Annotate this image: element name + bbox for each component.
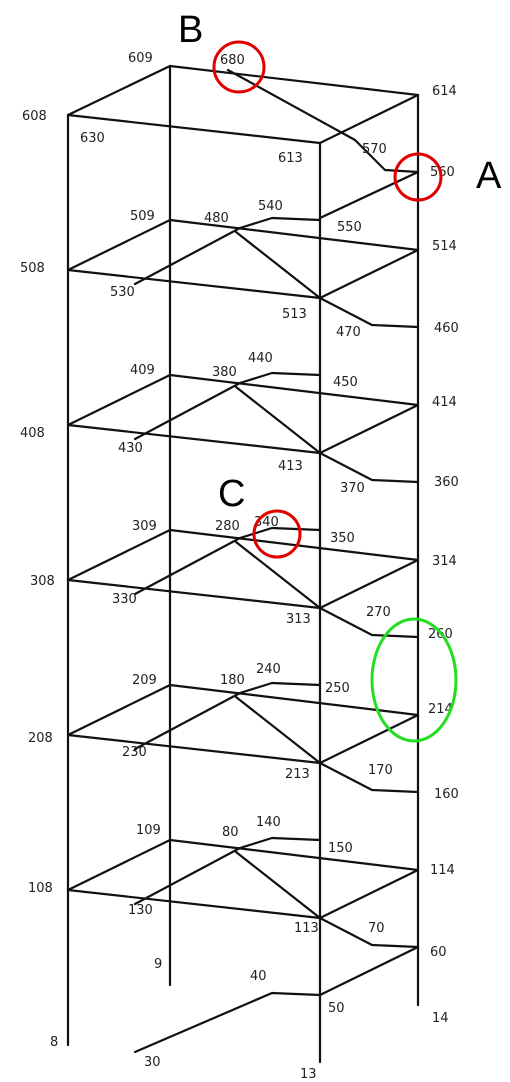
node-label: 609 xyxy=(128,51,153,66)
node-label: 113 xyxy=(294,921,319,936)
node-label: 360 xyxy=(434,475,459,490)
node-label: 14 xyxy=(432,1011,449,1026)
node-label: 613 xyxy=(278,151,303,166)
callout-markers xyxy=(212,40,458,743)
node-label: 8 xyxy=(50,1035,58,1050)
node-label: 514 xyxy=(432,239,457,254)
node-label: 40 xyxy=(250,969,267,984)
node-label: 680 xyxy=(220,53,245,68)
roof-inclined-member xyxy=(226,68,420,174)
structure-members xyxy=(66,64,420,1064)
node-label: 140 xyxy=(256,815,281,830)
node-label: 30 xyxy=(144,1055,161,1070)
level-4-cross xyxy=(133,371,322,441)
node-label: 314 xyxy=(432,554,457,569)
node-label: 13 xyxy=(300,1067,317,1082)
node-label: 280 xyxy=(215,519,240,534)
level-4-inclined xyxy=(234,385,420,484)
node-label: 540 xyxy=(258,199,283,214)
node-label: 230 xyxy=(122,745,147,760)
node-label: 250 xyxy=(325,681,350,696)
node-label: 413 xyxy=(278,459,303,474)
node-label: 70 xyxy=(368,921,385,936)
node-label: 213 xyxy=(285,767,310,782)
node-label: 114 xyxy=(430,863,455,878)
node-label: 330 xyxy=(112,592,137,607)
node-label: 608 xyxy=(22,109,47,124)
node-label: 509 xyxy=(130,209,155,224)
callout-a-label: A xyxy=(476,155,502,197)
node-label: 309 xyxy=(132,519,157,534)
node-label: 150 xyxy=(328,841,353,856)
node-label: 630 xyxy=(80,131,105,146)
base-inclined xyxy=(133,945,420,1054)
node-label: 513 xyxy=(282,307,307,322)
callout-b-label: B xyxy=(178,9,203,51)
level-2-cross xyxy=(133,681,322,751)
node-label: 208 xyxy=(28,731,53,746)
node-label: 313 xyxy=(286,612,311,627)
node-label: 60 xyxy=(430,945,447,960)
node-labels: 609 680 614 608 630 613 570 560 509 480 … xyxy=(20,51,459,1082)
node-label: 9 xyxy=(154,957,162,972)
level-5-cross xyxy=(133,216,322,286)
node-label: 109 xyxy=(136,823,161,838)
level-1-cross xyxy=(133,836,322,906)
node-label: 414 xyxy=(432,395,457,410)
node-label: 370 xyxy=(340,481,365,496)
node-label: 480 xyxy=(204,211,229,226)
node-label: 440 xyxy=(248,351,273,366)
node-label: 380 xyxy=(212,365,237,380)
node-label: 470 xyxy=(336,325,361,340)
node-label: 108 xyxy=(28,881,53,896)
node-label: 180 xyxy=(220,673,245,688)
callout-a-circle xyxy=(393,152,443,202)
callout-b-circle xyxy=(212,40,266,94)
node-label: 130 xyxy=(128,903,153,918)
callout-c-label: C xyxy=(218,473,245,515)
highlight-ellipse xyxy=(370,617,458,743)
node-label: 170 xyxy=(368,763,393,778)
node-label: 530 xyxy=(110,285,135,300)
node-label: 570 xyxy=(362,142,387,157)
level-2-frame xyxy=(66,683,420,765)
node-label: 160 xyxy=(434,787,459,802)
level-1-frame xyxy=(66,838,420,920)
level-2-inclined xyxy=(234,695,420,794)
level-4-frame xyxy=(66,373,420,455)
node-label: 409 xyxy=(130,363,155,378)
level-3-frame xyxy=(66,528,420,610)
level-3-inclined xyxy=(234,540,420,639)
level-5-inclined xyxy=(234,230,420,329)
node-label: 460 xyxy=(434,321,459,336)
node-label: 350 xyxy=(330,531,355,546)
level-3-cross xyxy=(133,526,322,596)
level-1-inclined xyxy=(234,850,420,949)
node-label: 214 xyxy=(428,702,453,717)
node-label: 209 xyxy=(132,673,157,688)
node-label: 614 xyxy=(432,84,457,99)
callout-c-circle xyxy=(252,509,302,559)
roof-brace xyxy=(318,170,420,220)
node-label: 50 xyxy=(328,1001,345,1016)
callout-letters: B A C xyxy=(178,9,502,515)
node-label: 80 xyxy=(222,825,239,840)
node-label: 508 xyxy=(20,261,45,276)
level-5-frame xyxy=(66,218,420,300)
node-label: 308 xyxy=(30,574,55,589)
node-label: 450 xyxy=(333,375,358,390)
node-label: 408 xyxy=(20,426,45,441)
roof-frame xyxy=(66,64,420,145)
node-label: 270 xyxy=(366,605,391,620)
node-label: 550 xyxy=(337,220,362,235)
node-label: 240 xyxy=(256,662,281,677)
node-label: 430 xyxy=(118,441,143,456)
node-label: 560 xyxy=(430,165,455,180)
